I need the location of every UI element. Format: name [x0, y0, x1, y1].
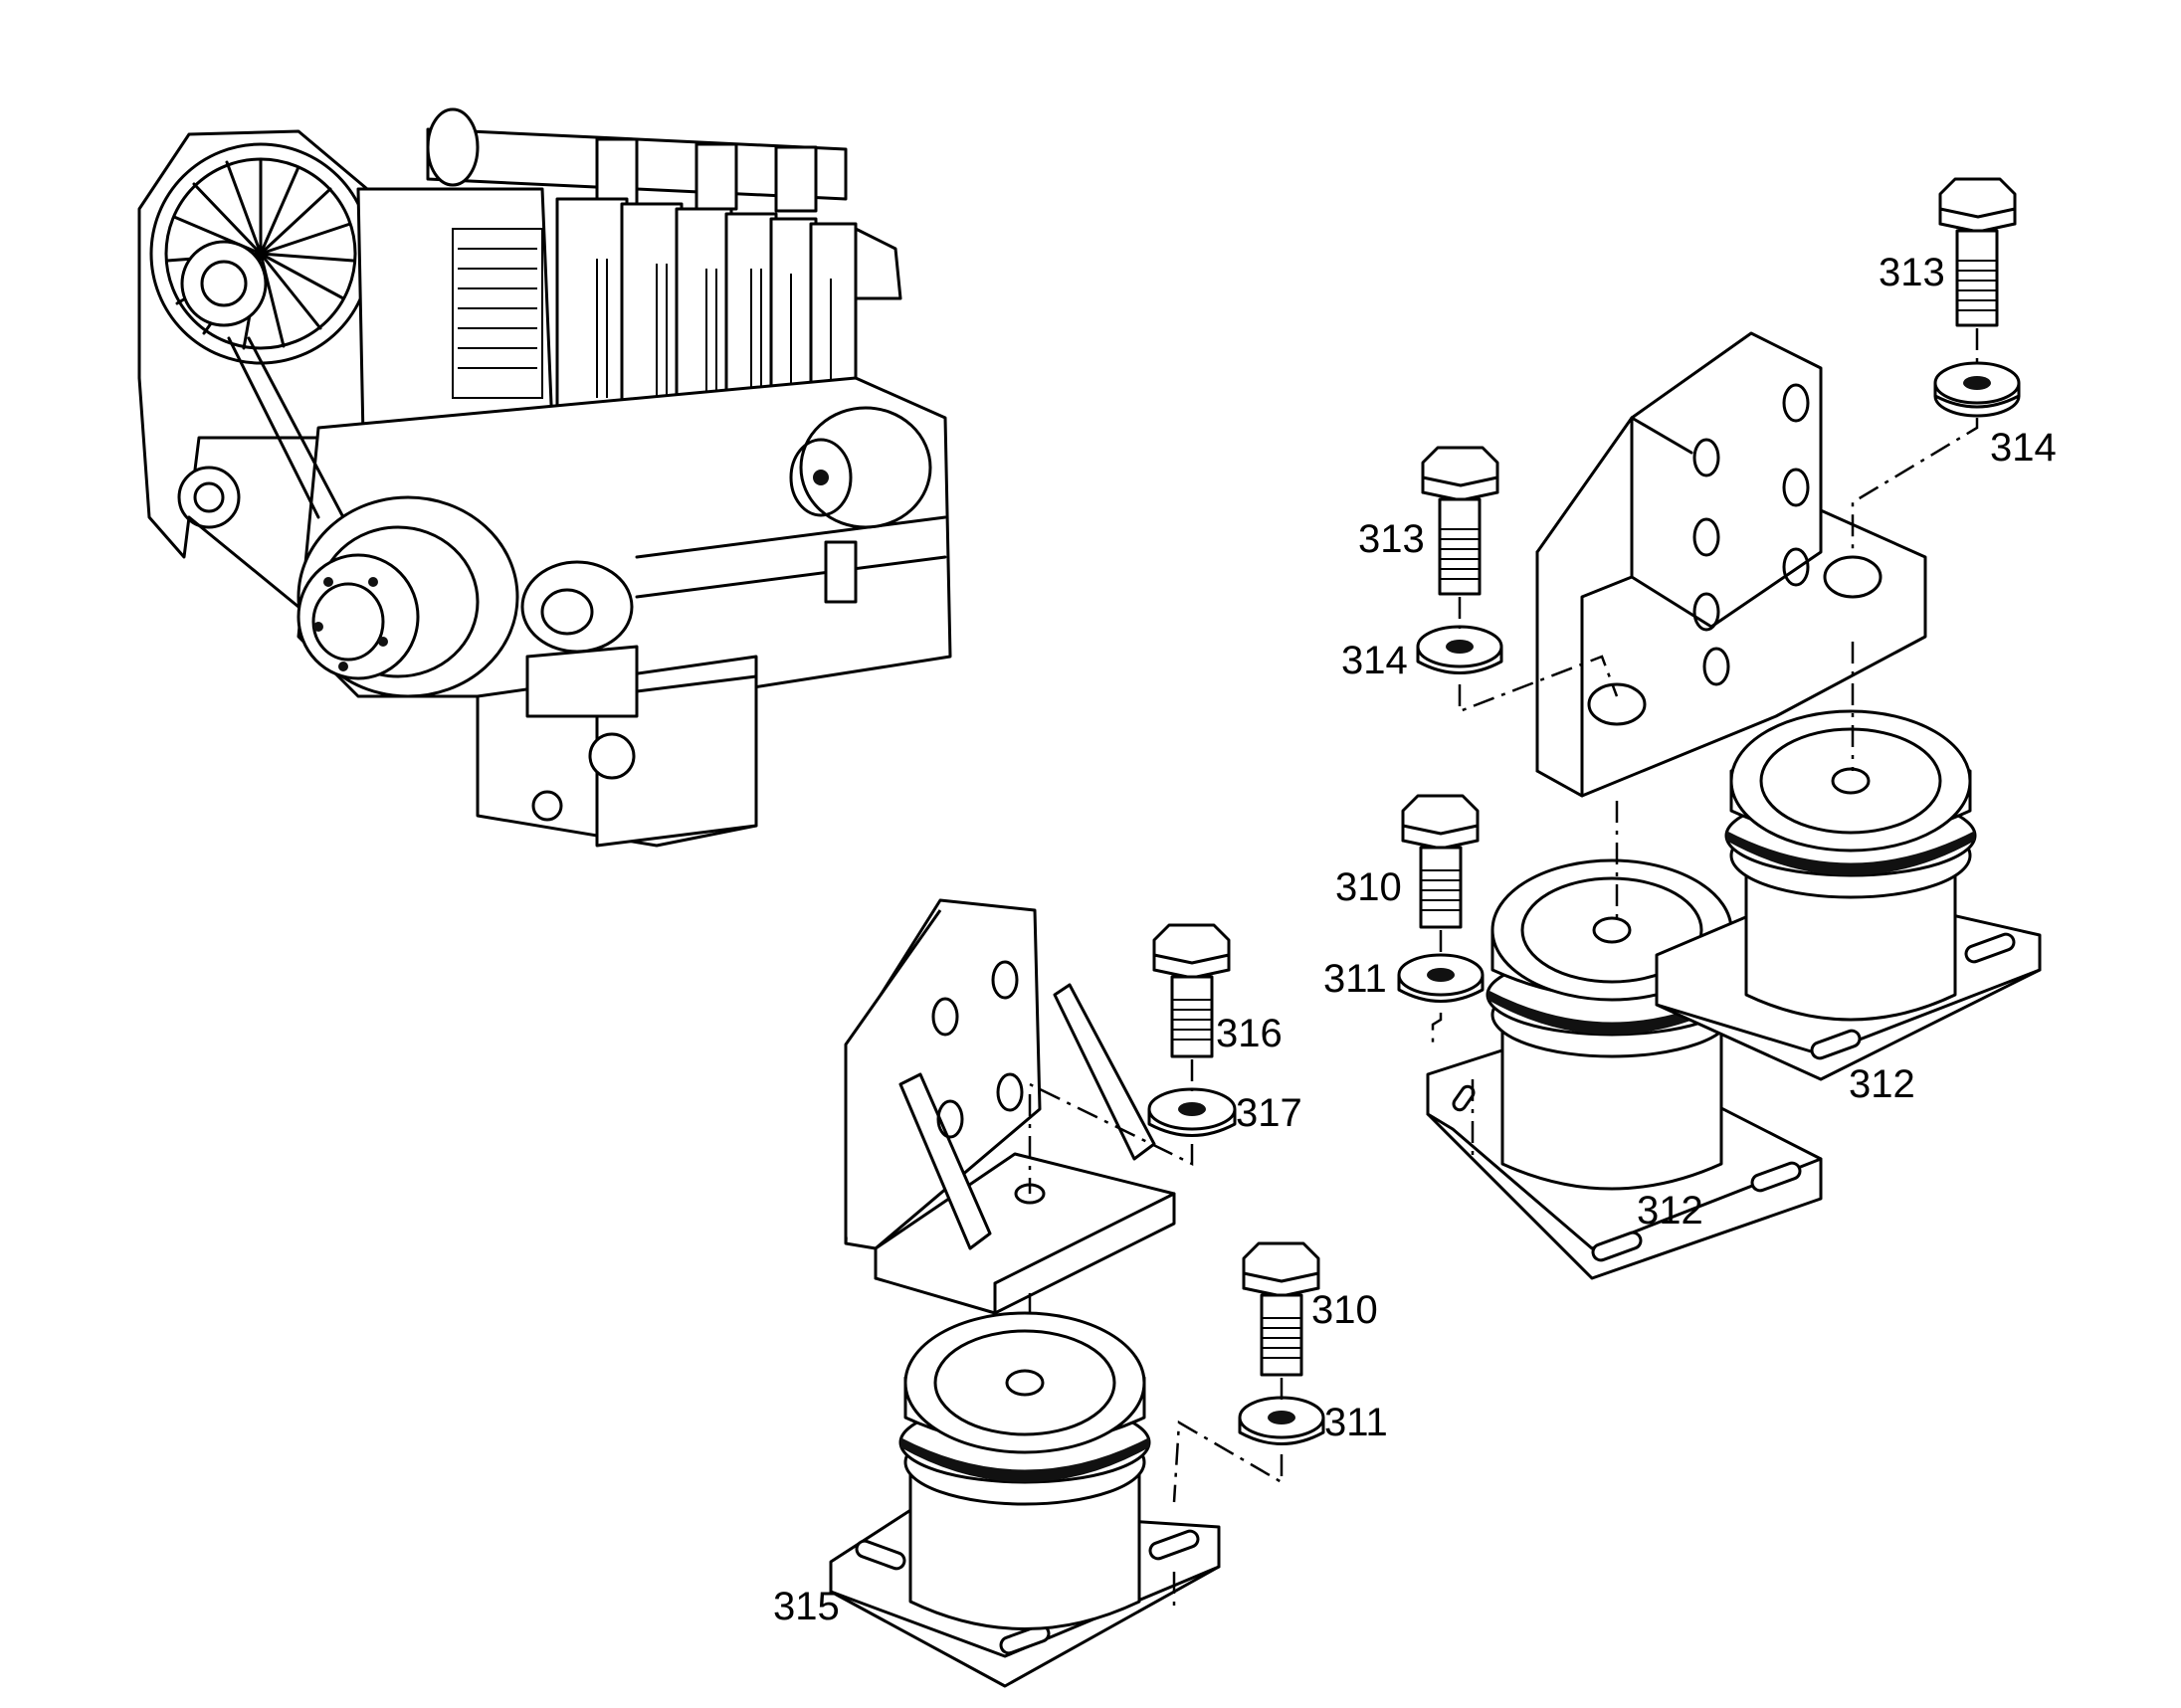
crankshaft-pulley: [297, 495, 519, 698]
bolt-310-a: [1401, 794, 1480, 929]
right-mount-assembly: [1397, 177, 2042, 1280]
callout-312-rear: 312: [1849, 1062, 1915, 1106]
washer-311-b: [1238, 1396, 1325, 1445]
washer-311-a: [1397, 953, 1485, 1003]
cooling-fan: [149, 142, 372, 365]
bolt-316: [1152, 923, 1231, 1058]
callout-316: 316: [1216, 1012, 1283, 1055]
callout-labels: 313 314 313 314 310 311 312 312 316 317 …: [773, 251, 2057, 1628]
callout-311-right: 311: [1323, 957, 1387, 1001]
engine-illustration: [137, 107, 952, 848]
callout-314-top-right: 314: [1990, 426, 2057, 470]
angle-bracket: [844, 898, 1176, 1315]
rubber-mount-312-a: [1426, 858, 1823, 1280]
callout-312-front: 312: [1637, 1189, 1703, 1233]
washer-317: [1147, 1087, 1237, 1137]
callout-310-lower: 310: [1311, 1288, 1378, 1332]
alternator: [789, 406, 932, 529]
callout-314-left: 314: [1341, 639, 1408, 682]
callout-313-left: 313: [1358, 517, 1425, 561]
callout-313-top-right: 313: [1879, 251, 1945, 294]
bolt-310-b: [1242, 1241, 1320, 1377]
callout-311-lower: 311: [1324, 1401, 1388, 1444]
callout-315: 315: [773, 1585, 840, 1628]
cylinder-bank: [555, 197, 858, 420]
washer-314-b: [1416, 625, 1503, 674]
engine-foot-bracket: [1535, 331, 1927, 798]
washer-314-a: [1933, 361, 2021, 418]
callout-317: 317: [1236, 1091, 1302, 1135]
rubber-mount-315: [829, 1311, 1221, 1688]
rubber-mount-312-b: [1655, 709, 2042, 1081]
callout-310-right: 310: [1335, 865, 1402, 909]
lower-mount-assembly: [829, 898, 1325, 1688]
bolt-313-b: [1421, 446, 1499, 596]
bolt-313-a: [1938, 177, 2017, 327]
